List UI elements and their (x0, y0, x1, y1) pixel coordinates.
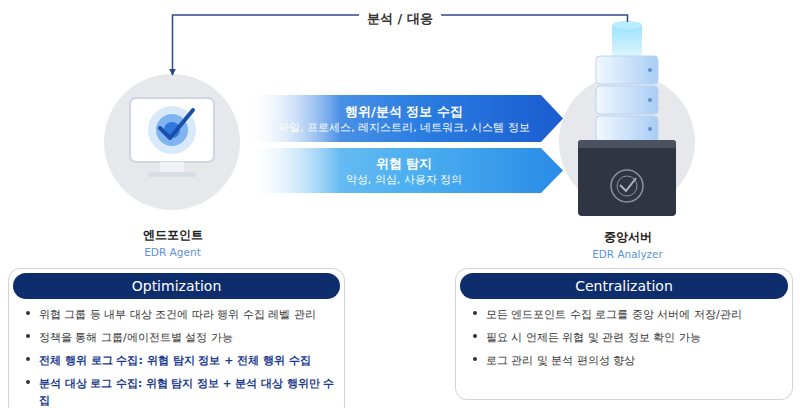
bullet-text: 분석 대상 로그 수집: 위협 탐지 정보 + 분석 대상 행위만 수집 (39, 377, 334, 406)
bullet-row: 로그 관리 및 분석 편의성 향상 (470, 351, 784, 368)
info-panel: 위협 그룹 등 내부 대상 조건에 따라 행위 수집 레벨 관리정책을 통해 그… (8, 268, 345, 408)
panel-heading: Centralization (575, 278, 673, 294)
endpoint-icon (104, 74, 240, 210)
bullet-list: 모든 엔드포인트 수집 로그를 중앙 서버에 저장/관리필요 시 언제든 위협 … (470, 305, 784, 374)
bullet-row: 전체 행위 로그 수집: 위협 탐지 정보 + 전체 행위 수집 (23, 351, 336, 368)
bullet-dot (26, 357, 30, 361)
node-subtitle: EDR Analyzer (570, 246, 685, 262)
bullet-row: 필요 시 언제든 위협 및 관련 정보 확인 가능 (470, 328, 784, 345)
bullet-row: 모든 엔드포인트 수집 로그를 중앙 서버에 저장/관리 (470, 305, 784, 322)
panel-heading: Optimization (132, 278, 222, 294)
node-title: 중앙서버 (570, 228, 685, 246)
node-title: 엔드포인트 (100, 226, 245, 244)
server-icon (559, 21, 695, 216)
bullet-text: 로그 관리 및 분석 편의성 향상 (486, 354, 635, 367)
bullet-list: 위협 그룹 등 내부 대상 조건에 따라 행위 수집 레벨 관리정책을 통해 그… (23, 305, 336, 408)
arrow-band: 위협 탐지악성, 의심, 사용자 정의 (245, 148, 563, 193)
icon-node: 엔드포인트EDR Agent (100, 75, 245, 260)
icon-label-group: 중앙서버EDR Analyzer (570, 228, 685, 262)
bullet-text: 위협 그룹 등 내부 대상 조건에 따라 행위 수집 레벨 관리 (39, 308, 316, 321)
icon-node: 중앙서버EDR Analyzer (570, 22, 685, 262)
bullet-text: 정책을 통해 그룹/에이전트별 설정 가능 (39, 331, 233, 344)
header-pill: Centralization (460, 273, 788, 299)
bullet-text: 필요 시 언제든 위협 및 관련 정보 확인 가능 (486, 331, 701, 344)
band-title: 행위/분석 정보 수집 (345, 103, 463, 120)
bullet-row: 정책을 통해 그룹/에이전트별 설정 가능 (23, 328, 336, 345)
info-panel: 모든 엔드포인트 수집 로그를 중앙 서버에 저장/관리필요 시 언제든 위협 … (455, 268, 793, 400)
bullet-text: 모든 엔드포인트 수집 로그를 중앙 서버에 저장/관리 (486, 308, 742, 321)
band-subtitle: 파일, 프로세스, 레지스트리, 네트워크, 시스템 정보 (278, 120, 529, 135)
band-label-group: 위협 탐지악성, 의심, 사용자 정의 (265, 148, 543, 193)
band-label-group: 행위/분석 정보 수집파일, 프로세스, 레지스트리, 네트워크, 시스템 정보 (265, 95, 543, 142)
bullet-dot (26, 380, 30, 384)
header-pill: Optimization (13, 273, 340, 299)
bullet-dot (26, 311, 30, 315)
edge-label: 분석 / 대응 (359, 10, 441, 28)
bullet-dot (473, 334, 477, 338)
bullet-dot (26, 334, 30, 338)
band-subtitle: 악성, 의심, 사용자 정의 (346, 172, 462, 187)
arrow-band: 행위/분석 정보 수집파일, 프로세스, 레지스트리, 네트워크, 시스템 정보 (245, 95, 563, 142)
icon-label-group: 엔드포인트EDR Agent (100, 226, 245, 260)
bullet-text: 전체 행위 로그 수집: 위협 탐지 정보 + 전체 행위 수집 (39, 354, 311, 367)
node-subtitle: EDR Agent (100, 244, 245, 260)
bullet-dot (473, 357, 477, 361)
band-title: 위협 탐지 (376, 155, 433, 172)
bullet-row: 분석 대상 로그 수집: 위협 탐지 정보 + 분석 대상 행위만 수집 (23, 374, 336, 408)
bullet-row: 위협 그룹 등 내부 대상 조건에 따라 행위 수집 레벨 관리 (23, 305, 336, 322)
bullet-dot (473, 311, 477, 315)
